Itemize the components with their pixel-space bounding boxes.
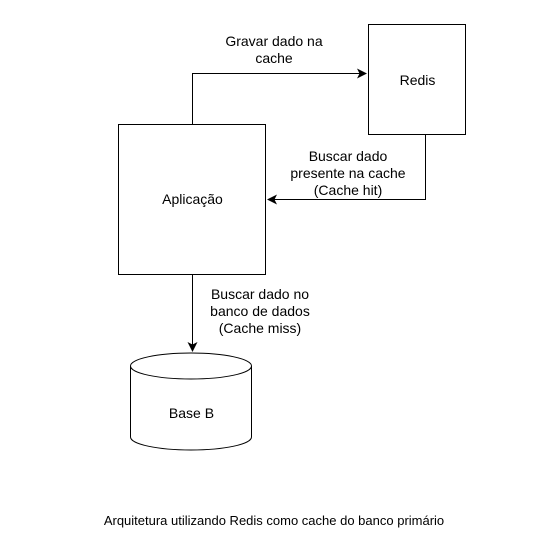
db-node-cylinder xyxy=(130,352,252,451)
edge-label-line: cache xyxy=(255,50,293,66)
redis-node-label: Redis xyxy=(399,72,436,88)
edge-label-line: Gravar dado na xyxy=(225,33,323,49)
redis-node-box xyxy=(368,24,466,135)
figure-caption: Arquitetura utilizando Redis como cache … xyxy=(103,513,445,528)
edge-cache-hit xyxy=(267,135,426,205)
edge-label-line: (Cache miss) xyxy=(218,320,302,336)
app-node-box xyxy=(118,124,266,275)
app-node-label: Aplicação xyxy=(162,191,223,207)
edge-label-line: Buscar dado no xyxy=(210,286,310,302)
db-node-label: Base B xyxy=(168,405,215,421)
edge-label-line: (Cache hit) xyxy=(313,182,383,198)
edge-write-cache xyxy=(192,68,367,124)
edge-label-cache-hit: Buscar dado presente na cache (Cache hit… xyxy=(278,148,418,199)
edge-label-cache-miss: Buscar dado no banco de dados (Cache mis… xyxy=(190,286,330,337)
edge-label-line: presente na cache xyxy=(290,165,406,181)
edge-label-line: Buscar dado xyxy=(308,148,388,164)
edge-label-write-cache: Gravar dado na cache xyxy=(199,33,349,67)
edge-label-line: banco de dados xyxy=(210,303,310,319)
